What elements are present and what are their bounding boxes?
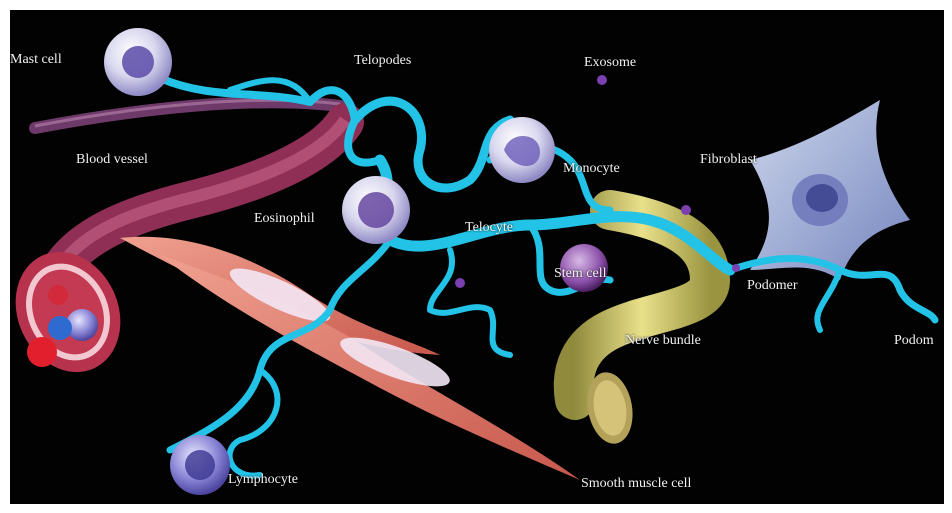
label-lymphocyte: Lymphocyte (228, 472, 298, 488)
label-blood-vessel: Blood vessel (76, 152, 148, 168)
label-podomer: Podomer (747, 278, 798, 294)
label-exosome: Exosome (584, 55, 636, 71)
eosinophil (342, 176, 410, 244)
label-nerve-bundle: Nerve bundle (625, 333, 701, 349)
lymphocyte (170, 435, 230, 495)
label-monocyte: Monocyte (563, 161, 620, 177)
illustration-panel: Mast cell Telopodes Exosome Blood vessel… (10, 10, 944, 504)
monocyte (489, 117, 555, 183)
label-eosinophil: Eosinophil (254, 211, 315, 227)
label-stem-cell: Stem cell (554, 266, 607, 282)
label-mast-cell: Mast cell (10, 52, 62, 68)
telocyte-illustration (10, 10, 944, 504)
mast-cell (104, 28, 172, 96)
label-podom: Podom (894, 333, 934, 349)
label-fibroblast: Fibroblast (700, 152, 757, 168)
fibroblast-cell (750, 100, 910, 280)
label-telopodes: Telopodes (354, 53, 411, 69)
label-smooth-muscle-cell: Smooth muscle cell (581, 476, 691, 492)
label-telocyte: Telocyte (465, 220, 513, 236)
